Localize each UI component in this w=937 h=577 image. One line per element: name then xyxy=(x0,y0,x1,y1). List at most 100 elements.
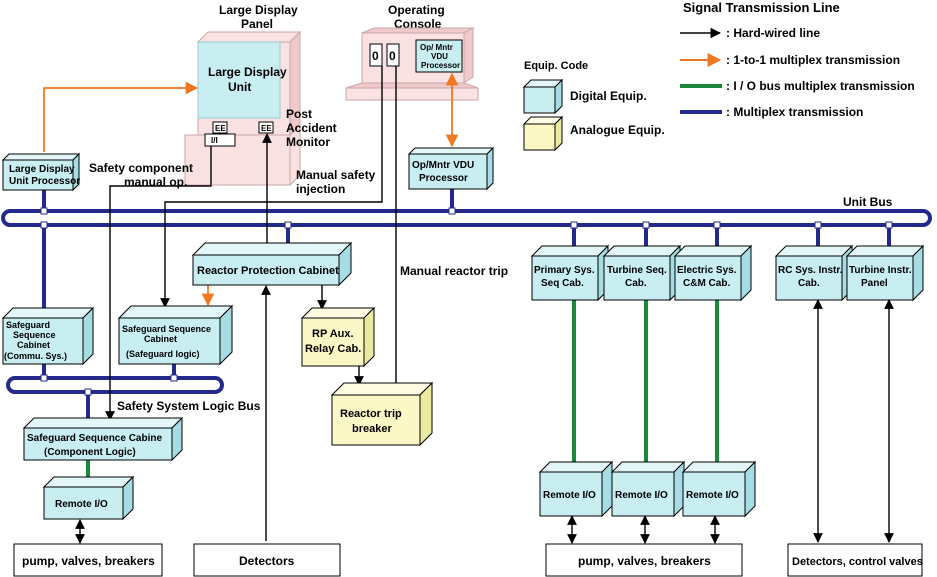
legend-multiplex-label: : Multiplex transmission xyxy=(726,105,863,119)
box-rio-2-label-line1: Remote I/O xyxy=(615,490,668,501)
analogue-equip-swatch xyxy=(522,115,564,152)
panel-switch-label: I/I xyxy=(211,136,218,145)
large-display-panel: Large Display Panel Large Display Unit E… xyxy=(184,3,302,186)
console-vdu-label-line3: Processor xyxy=(421,61,460,70)
box-ssc-comm-label-line1: Safeguard xyxy=(6,320,50,330)
box-rio-left: Remote I/O xyxy=(42,475,135,521)
panel-title-line1: Large Display xyxy=(219,3,298,17)
field-pumps-left-label: pump, valves, breakers xyxy=(22,554,155,568)
large-display-unit-label-line1: Large Display xyxy=(208,65,287,79)
box-trip-breaker-label-line1: Reactor trip xyxy=(340,408,402,420)
post-accident-label-line2: Accident xyxy=(286,121,337,135)
box-ssc-logic-label-line1: Safeguard Sequence xyxy=(122,324,211,334)
field-detectors-label: Detectors xyxy=(239,554,295,568)
legend-io-bus-label: : I / O bus multiplex transmission xyxy=(726,79,915,93)
safety-system-logic-bus: Safety System Logic Bus xyxy=(6,376,261,413)
box-turb-seq: Turbine Seq. Cab. xyxy=(602,244,682,302)
box-turb-instr-label-line1: Turbine Instr. xyxy=(849,265,912,276)
unit-bus-label: Unit Bus xyxy=(843,195,893,209)
console-vdu-label-line2: VDU xyxy=(431,52,448,61)
panel-gauge-2 xyxy=(258,121,274,134)
panel-gauge-1 xyxy=(212,121,228,134)
safety-component-label-line2: manual op. xyxy=(124,175,187,189)
box-rpc: Reactor Protection Cabinet xyxy=(191,241,353,287)
box-opm-proc-label-line1: Op/Mntr VDU xyxy=(412,160,474,171)
box-prim-seq-label-line1: Primary Sys. xyxy=(534,265,595,276)
manual-reactor-trip-label: Manual reactor trip xyxy=(400,264,508,278)
console-title-line1: Operating xyxy=(388,3,445,17)
panel-switch xyxy=(204,133,236,147)
manual-injection-label-line1: Manual safety xyxy=(296,168,376,182)
box-rp-aux: RP Aux. Relay Cab. xyxy=(300,306,376,368)
box-rc-instr-label-line2: Cab. xyxy=(798,278,820,289)
panel-gauge-1-label: EE xyxy=(215,124,226,133)
large-display-unit-label-line2: Unit xyxy=(228,80,251,94)
bus-tap-points xyxy=(40,207,893,396)
box-ssc-comp-label-line2: (Component Logic) xyxy=(44,447,136,458)
console-digit-2-label: 0 xyxy=(389,49,396,63)
box-rio-3: Remote I/O xyxy=(681,460,757,518)
legend-title: Signal Transmission Line xyxy=(683,0,840,15)
box-ssc-comm-label-line3: Cabinet xyxy=(17,340,50,350)
box-rio-1: Remote I/O xyxy=(538,460,614,518)
large-display-unit-screen xyxy=(197,41,281,119)
box-turb-instr: Turbine Instr. Panel xyxy=(845,244,925,302)
box-ssc-logic-label-line2: Cabinet xyxy=(144,334,177,344)
box-rc-instr-label-line1: RC Sys. Instr. xyxy=(778,265,843,276)
console-digit-1-label: 0 xyxy=(372,49,379,63)
box-elec-sys-label-line1: Electric Sys. xyxy=(677,265,737,276)
logic-bus-label: Safety System Logic Bus xyxy=(117,399,261,413)
box-ssc-comm-label-line4: (Commu. Sys.) xyxy=(4,351,67,361)
legend-hardwire-label: : Hard-wired line xyxy=(726,26,820,40)
field-detectors-valves-label: Detectors, control valves xyxy=(792,556,923,568)
hardwire-links xyxy=(75,66,894,544)
box-rc-instr: RC Sys. Instr. Cab. xyxy=(774,244,854,302)
box-turb-seq-label-line2: Cab. xyxy=(625,278,647,289)
box-opm-proc: Op/Mntr VDU Processor xyxy=(407,146,495,191)
console-digit-2 xyxy=(386,43,400,67)
box-turb-instr-label-line2: Panel xyxy=(861,278,888,289)
box-prim-seq-label-line2: Seq Cab. xyxy=(541,278,584,289)
legend: Signal Transmission Line : Hard-wired li… xyxy=(522,0,915,152)
digital-equip-swatch xyxy=(522,78,564,115)
panel-title-line2: Panel xyxy=(241,17,273,31)
legend-one-to-one-label: : 1-to-1 multiplex transmission xyxy=(726,53,900,67)
box-trip-breaker-label-line2: breaker xyxy=(352,423,392,435)
panel-gauge-2-label: EE xyxy=(261,124,272,133)
field-pumps-left xyxy=(13,543,163,577)
box-rio-1-label-line1: Remote I/O xyxy=(543,490,596,501)
box-turb-seq-label-line1: Turbine Seq. xyxy=(607,265,667,276)
box-trip-breaker: Reactor trip breaker xyxy=(330,381,434,447)
console-digit-1 xyxy=(369,43,383,67)
manual-injection-label-line2: injection xyxy=(296,182,345,196)
field-pumps-right xyxy=(545,543,743,577)
field-detectors xyxy=(193,543,341,577)
console-vdu-processor xyxy=(415,39,463,73)
equip-code-title: Equip. Code xyxy=(524,60,588,72)
box-rio-left-label-line1: Remote I/O xyxy=(55,499,108,510)
analogue-equip-label: Analogue Equip. xyxy=(570,123,665,137)
box-rio-2: Remote I/O xyxy=(610,460,686,518)
box-ldu-proc-label-line2: Unit Processor xyxy=(9,176,80,187)
box-opm-proc-label-line2: Processor xyxy=(419,173,468,184)
unit-bus: Unit Bus xyxy=(1,195,932,227)
post-accident-label-line1: Post xyxy=(286,107,312,121)
box-ssc-logic-label-line3: (Safeguard logic) xyxy=(126,349,200,359)
digital-equip-label: Digital Equip. xyxy=(570,89,647,103)
field-detectors-valves xyxy=(787,543,923,577)
box-rp-aux-label-line1: RP Aux. xyxy=(312,328,354,340)
free-labels: Post Accident Monitor Safety component m… xyxy=(89,107,508,278)
safety-component-label-line1: Safety component xyxy=(89,161,193,175)
field-pumps-right-label: pump, valves, breakers xyxy=(578,554,711,568)
operating-console: Operating Console 0 0 Op/ Mntr VDU Proce… xyxy=(345,3,479,101)
box-rp-aux-label-line2: Relay Cab. xyxy=(305,343,361,355)
field-boxes: pump, valves, breakers Detectors pump, v… xyxy=(13,543,923,577)
box-ldu-proc-label-line1: Large Display xyxy=(9,164,75,175)
box-ssc-comp-label-line1: Safeguard Sequence Cabine xyxy=(27,433,162,444)
console-vdu-label-line1: Op/ Mntr xyxy=(420,43,453,52)
one-to-one-links xyxy=(43,72,459,307)
